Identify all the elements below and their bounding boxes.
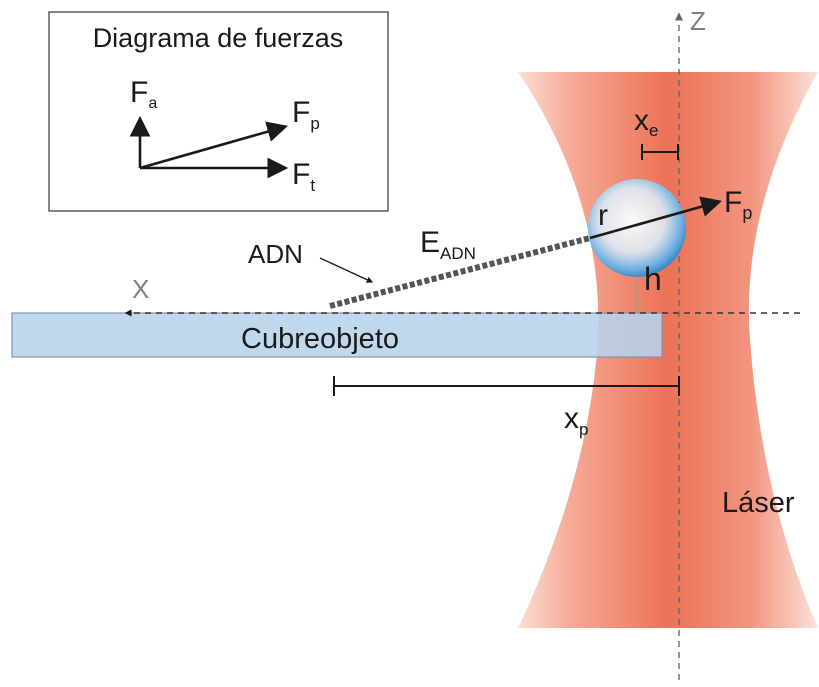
laser-label: Láser bbox=[722, 487, 795, 519]
bead bbox=[588, 179, 686, 277]
fp-inset-arrow bbox=[139, 121, 289, 170]
radius-label: r bbox=[598, 199, 608, 232]
fp-label: Fp bbox=[724, 186, 752, 223]
fp-inset-label: Fp bbox=[292, 96, 320, 133]
height-label: h bbox=[644, 261, 662, 297]
xe-label: xe bbox=[634, 104, 658, 140]
ft-label: Ft bbox=[292, 158, 315, 195]
dna-pointer-line bbox=[319, 257, 374, 283]
force-diagram-inset: Diagrama de fuerzas Fa Fp Ft bbox=[48, 11, 389, 212]
edna-label: EADN bbox=[420, 226, 476, 263]
xp-label: xp bbox=[564, 402, 588, 439]
dna-label: ADN bbox=[248, 239, 303, 269]
inset-title: Diagrama de fuerzas bbox=[93, 23, 344, 53]
xe-dimension bbox=[641, 144, 679, 160]
xp-dimension bbox=[333, 376, 680, 396]
x-axis-label: X bbox=[132, 274, 149, 304]
coverslip bbox=[11, 312, 663, 358]
z-axis-label: Z bbox=[690, 6, 706, 36]
inset-frame bbox=[48, 11, 389, 212]
fa-label: Fa bbox=[130, 76, 157, 112]
coverslip-label: Cubreobjeto bbox=[241, 323, 399, 355]
fp-arrow bbox=[589, 196, 723, 240]
